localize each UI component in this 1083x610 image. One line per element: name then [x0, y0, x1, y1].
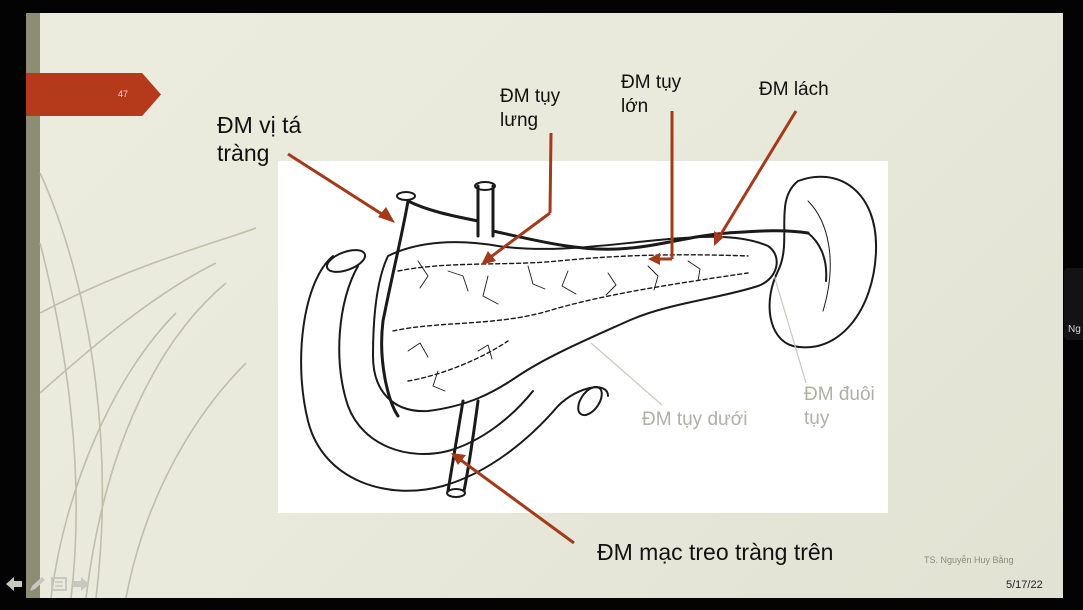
pen-icon[interactable] [27, 575, 47, 593]
author-footer: TS. Nguyễn Huy Bằng [924, 555, 1014, 565]
side-tab-text: Ng [1068, 324, 1081, 335]
splenic-artery [491, 229, 810, 251]
label-gastroduodenal-artery: ĐM vị tá tràng [217, 112, 302, 166]
label-splenic-artery: ĐM lách [759, 79, 829, 100]
arrow-dorsal-pancreatic [487, 211, 551, 261]
label-arrows [287, 110, 807, 545]
arrow-gastroduodenal [287, 152, 389, 220]
label-superior-mesenteric-artery: ĐM mạc treo tràng trên [597, 539, 834, 565]
superior-mesenteric-artery [446, 399, 465, 493]
label-great-pancreatic-artery: ĐM tụy lớn [621, 72, 682, 117]
slide: 47 [26, 13, 1063, 598]
pointer-caudal-pancreatic [773, 274, 807, 384]
label-caudal-pancreatic-artery: ĐM đuôi tụy [804, 384, 875, 429]
decorative-swirls [39, 172, 257, 598]
arrow-superior-mesenteric [457, 456, 575, 545]
spleen [768, 175, 878, 349]
duodenum [300, 255, 609, 492]
slide-left-bar [26, 13, 40, 598]
date-footer: 5/17/22 [1006, 579, 1043, 591]
arrow-dorsal-pancreatic-stem [548, 132, 553, 214]
arrow-splenic [716, 110, 798, 240]
slideshow-nav [4, 572, 91, 596]
forward-arrow-icon[interactable] [71, 575, 91, 593]
duodenum-lumen [325, 249, 367, 273]
figure-background [278, 161, 888, 513]
pancreas-diagram [278, 161, 888, 513]
label-inferior-pancreatic-artery: ĐM tụy dưới [642, 409, 748, 430]
side-panel-tab[interactable]: Ng [1064, 268, 1083, 340]
label-dorsal-pancreatic-artery: ĐM tụy lưng [500, 86, 561, 131]
pointer-inferior-pancreatic [590, 342, 663, 406]
slide-number: 47 [26, 73, 161, 116]
back-arrow-icon[interactable] [4, 575, 24, 593]
slides-menu-icon[interactable] [50, 575, 68, 593]
